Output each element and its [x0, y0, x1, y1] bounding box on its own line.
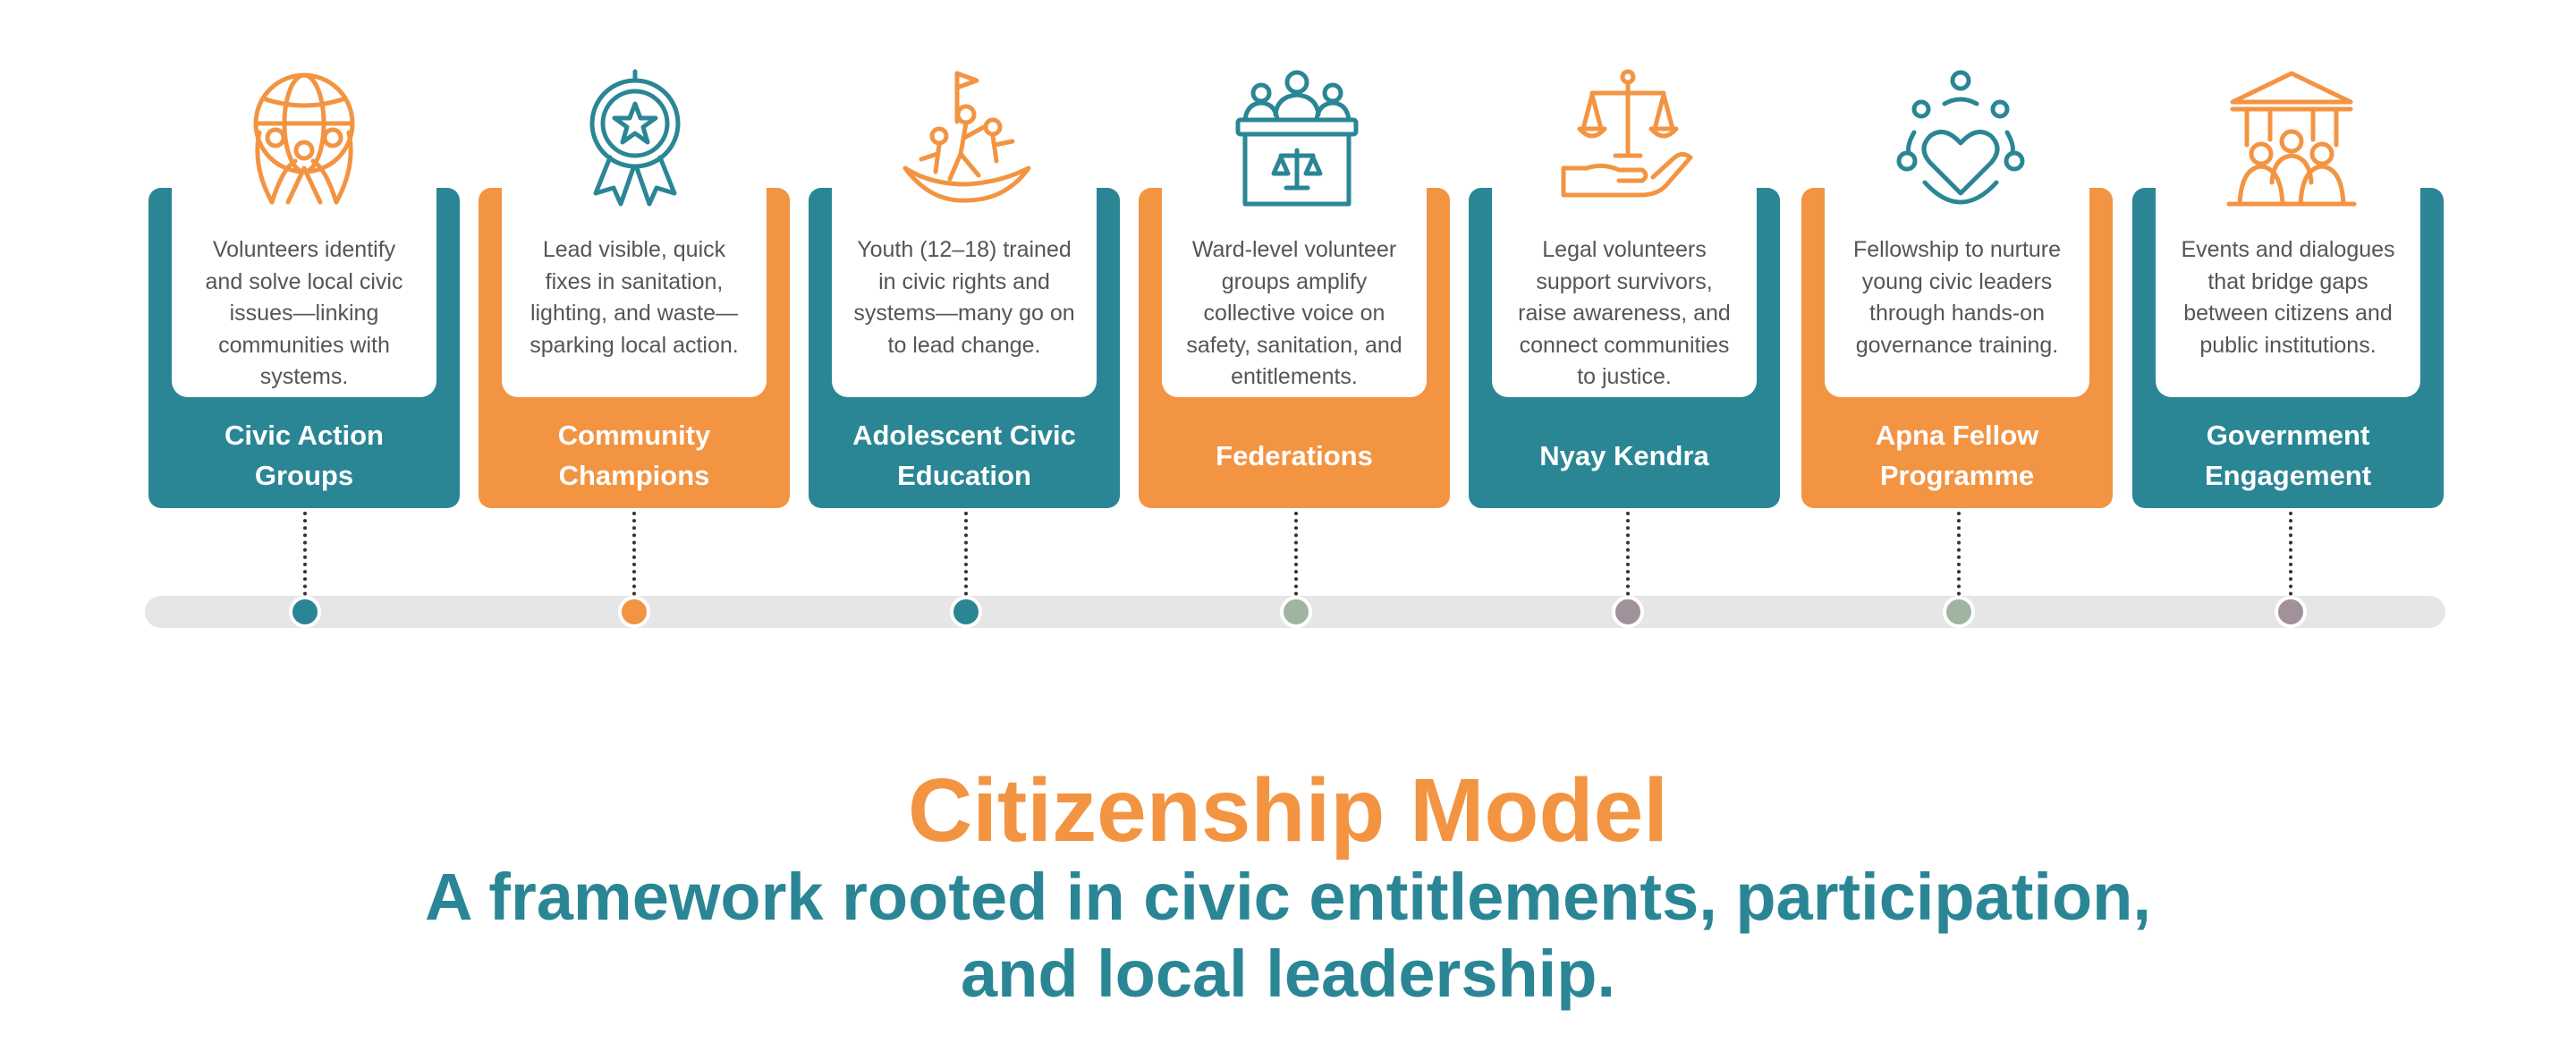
stage-description: Volunteers identify and solve local civi… — [172, 188, 436, 397]
timeline-dot — [289, 596, 321, 628]
stage-label: Federations — [1216, 439, 1373, 471]
stage-card-community-champions: Lead visible, quick fixes in sanitation,… — [479, 188, 790, 508]
timeline-dot — [950, 596, 982, 628]
timeline-dot — [618, 596, 650, 628]
youth-flag-icon — [902, 71, 1031, 203]
timeline-dot — [1280, 596, 1312, 628]
stage-card-government-engagement: Events and dialogues that bridge gaps be… — [2132, 188, 2444, 508]
scales-hand-icon — [1561, 69, 1693, 198]
stage-connector — [1626, 512, 1630, 610]
stage-label: Civic Action Groups — [225, 420, 384, 491]
stage-card-apna-fellow-programme: Fellowship to nurture young civic leader… — [1801, 188, 2113, 508]
stage-label: Adolescent Civic Education — [852, 420, 1076, 491]
stage-card-adolescent-civic-education: Youth (12–18) trained in civic rights an… — [809, 188, 1120, 508]
stage-connector — [632, 512, 636, 610]
stage-description: Youth (12–18) trained in civic rights an… — [832, 188, 1097, 397]
stage-description: Lead visible, quick fixes in sanitation,… — [502, 188, 767, 397]
council-podium-icon — [1235, 70, 1359, 207]
stage-card-nyay-kendra: Legal volunteers support survivors, rais… — [1469, 188, 1780, 508]
stage-connector — [303, 512, 307, 610]
stage-description: Events and dialogues that bridge gaps be… — [2156, 188, 2420, 397]
globe-hands-icon — [253, 72, 355, 205]
stage-description: Ward-level volunteer groups amplify coll… — [1162, 188, 1427, 397]
heart-people-icon — [1896, 70, 2025, 205]
stage-label: Apna Fellow Programme — [1875, 420, 2039, 491]
institution-people-icon — [2226, 71, 2357, 207]
stage-description: Legal volunteers support survivors, rais… — [1492, 188, 1757, 397]
stage-label: Government Engagement — [2204, 420, 2372, 491]
timeline-dot — [1943, 596, 1975, 628]
stage-connector — [1294, 512, 1298, 610]
stage-label: Nyay Kendra — [1539, 439, 1709, 471]
stage-connector — [1957, 512, 1961, 610]
stage-connector — [2289, 512, 2292, 610]
page-subtitle: A framework rooted in civic entitlements… — [425, 860, 2151, 1011]
stage-label: Community Champions — [557, 420, 711, 491]
award-medal-icon — [589, 69, 681, 207]
timeline-dot — [1612, 596, 1644, 628]
page-title: Citizenship Model — [908, 760, 1668, 861]
stage-card-federations: Ward-level volunteer groups amplify coll… — [1139, 188, 1450, 508]
timeline-dot — [2275, 596, 2307, 628]
stage-description: Fellowship to nurture young civic leader… — [1825, 188, 2089, 397]
stage-card-civic-action-groups: Volunteers identify and solve local civi… — [148, 188, 460, 508]
stage-connector — [964, 512, 968, 610]
